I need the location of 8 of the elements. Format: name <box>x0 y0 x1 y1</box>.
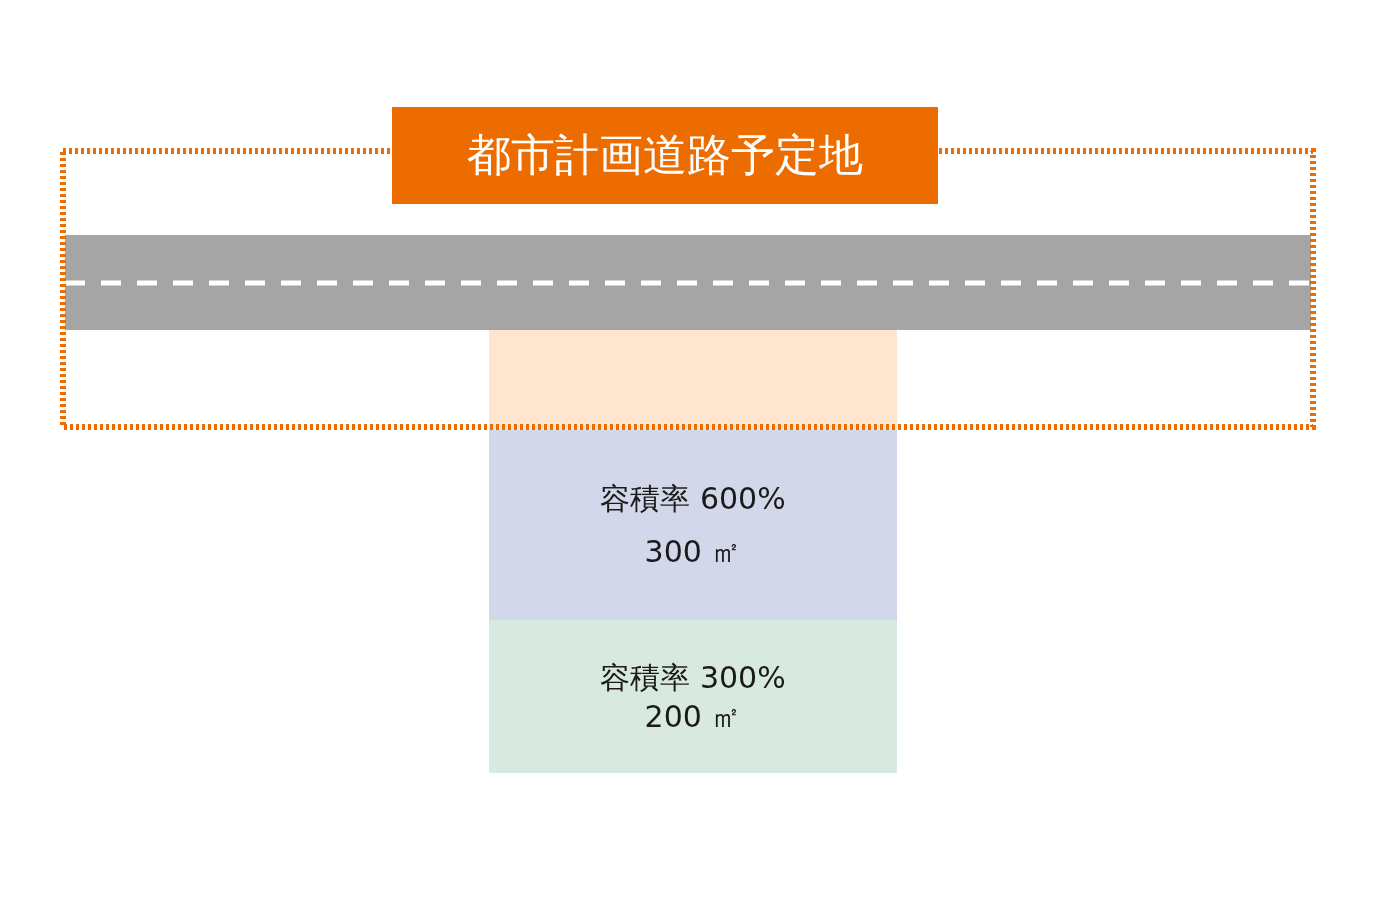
floor-area-ratio-text: 容積率 300% <box>600 660 786 694</box>
area-text: 200 ㎡ <box>644 699 742 733</box>
lot-section <box>489 330 897 430</box>
zoning-block <box>489 620 897 773</box>
area-text: 300 ㎡ <box>644 535 742 568</box>
floor-area-ratio-text: 容積率 600% <box>600 482 786 515</box>
zoning-block <box>489 430 897 620</box>
title-banner: 都市計画道路予定地 <box>392 107 938 204</box>
